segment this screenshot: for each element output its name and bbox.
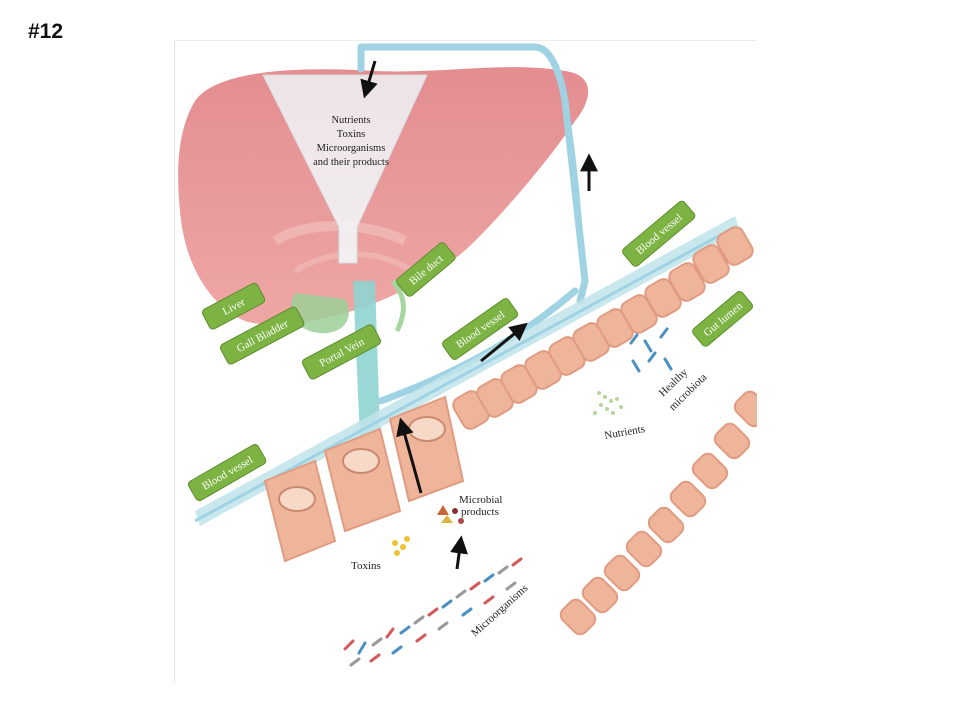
- slide-number: #12: [28, 20, 64, 43]
- epithelium-chain-upper: [452, 226, 754, 430]
- flow-arrows: [360, 60, 598, 570]
- liver-illustration: [178, 67, 589, 325]
- arrow-through-epithelium: [396, 417, 423, 494]
- funnel-text: Nutrients Toxins Microorganisms and thei…: [313, 115, 389, 168]
- nutrients-cluster: [593, 391, 623, 415]
- funnel-line-2: Toxins: [337, 129, 365, 140]
- label-microorganisms: Microorganisms: [469, 582, 530, 639]
- label-products: products: [461, 506, 499, 518]
- label-toxins: Toxins: [351, 560, 381, 572]
- healthy-microbiota-cluster: [629, 327, 673, 373]
- tag-gut-lumen: Gut lumen: [692, 290, 754, 347]
- funnel-line-1: Nutrients: [331, 115, 370, 126]
- funnel-line-3: Microorganisms: [317, 143, 386, 154]
- diagram-canvas: Nutrients Toxins Microorganisms and thei…: [178, 43, 757, 667]
- liver-shape: [178, 67, 589, 325]
- funnel-line-4: and their products: [313, 157, 389, 168]
- label-nutrients: Nutrients: [603, 423, 645, 442]
- gall-bladder-shape: [291, 293, 349, 334]
- arrow-blood-vessel: [480, 322, 528, 363]
- funnel: [262, 74, 428, 264]
- toxins-cluster: [392, 536, 410, 556]
- epithelium-chain-lower: [559, 390, 757, 636]
- gut-liver-axis-figure: Nutrients Toxins Microorganisms and thei…: [174, 40, 757, 683]
- arrow-microbial-products: [450, 535, 469, 570]
- tag-liver: Liver: [201, 282, 266, 330]
- microbial-products-cluster: [437, 505, 464, 524]
- bile-duct-shape: [391, 279, 406, 333]
- epithelium-upper: [263, 395, 465, 563]
- microorganisms-cluster: [343, 557, 523, 667]
- arrow-into-funnel: [360, 60, 378, 99]
- label-microbial: Microbial: [459, 494, 502, 506]
